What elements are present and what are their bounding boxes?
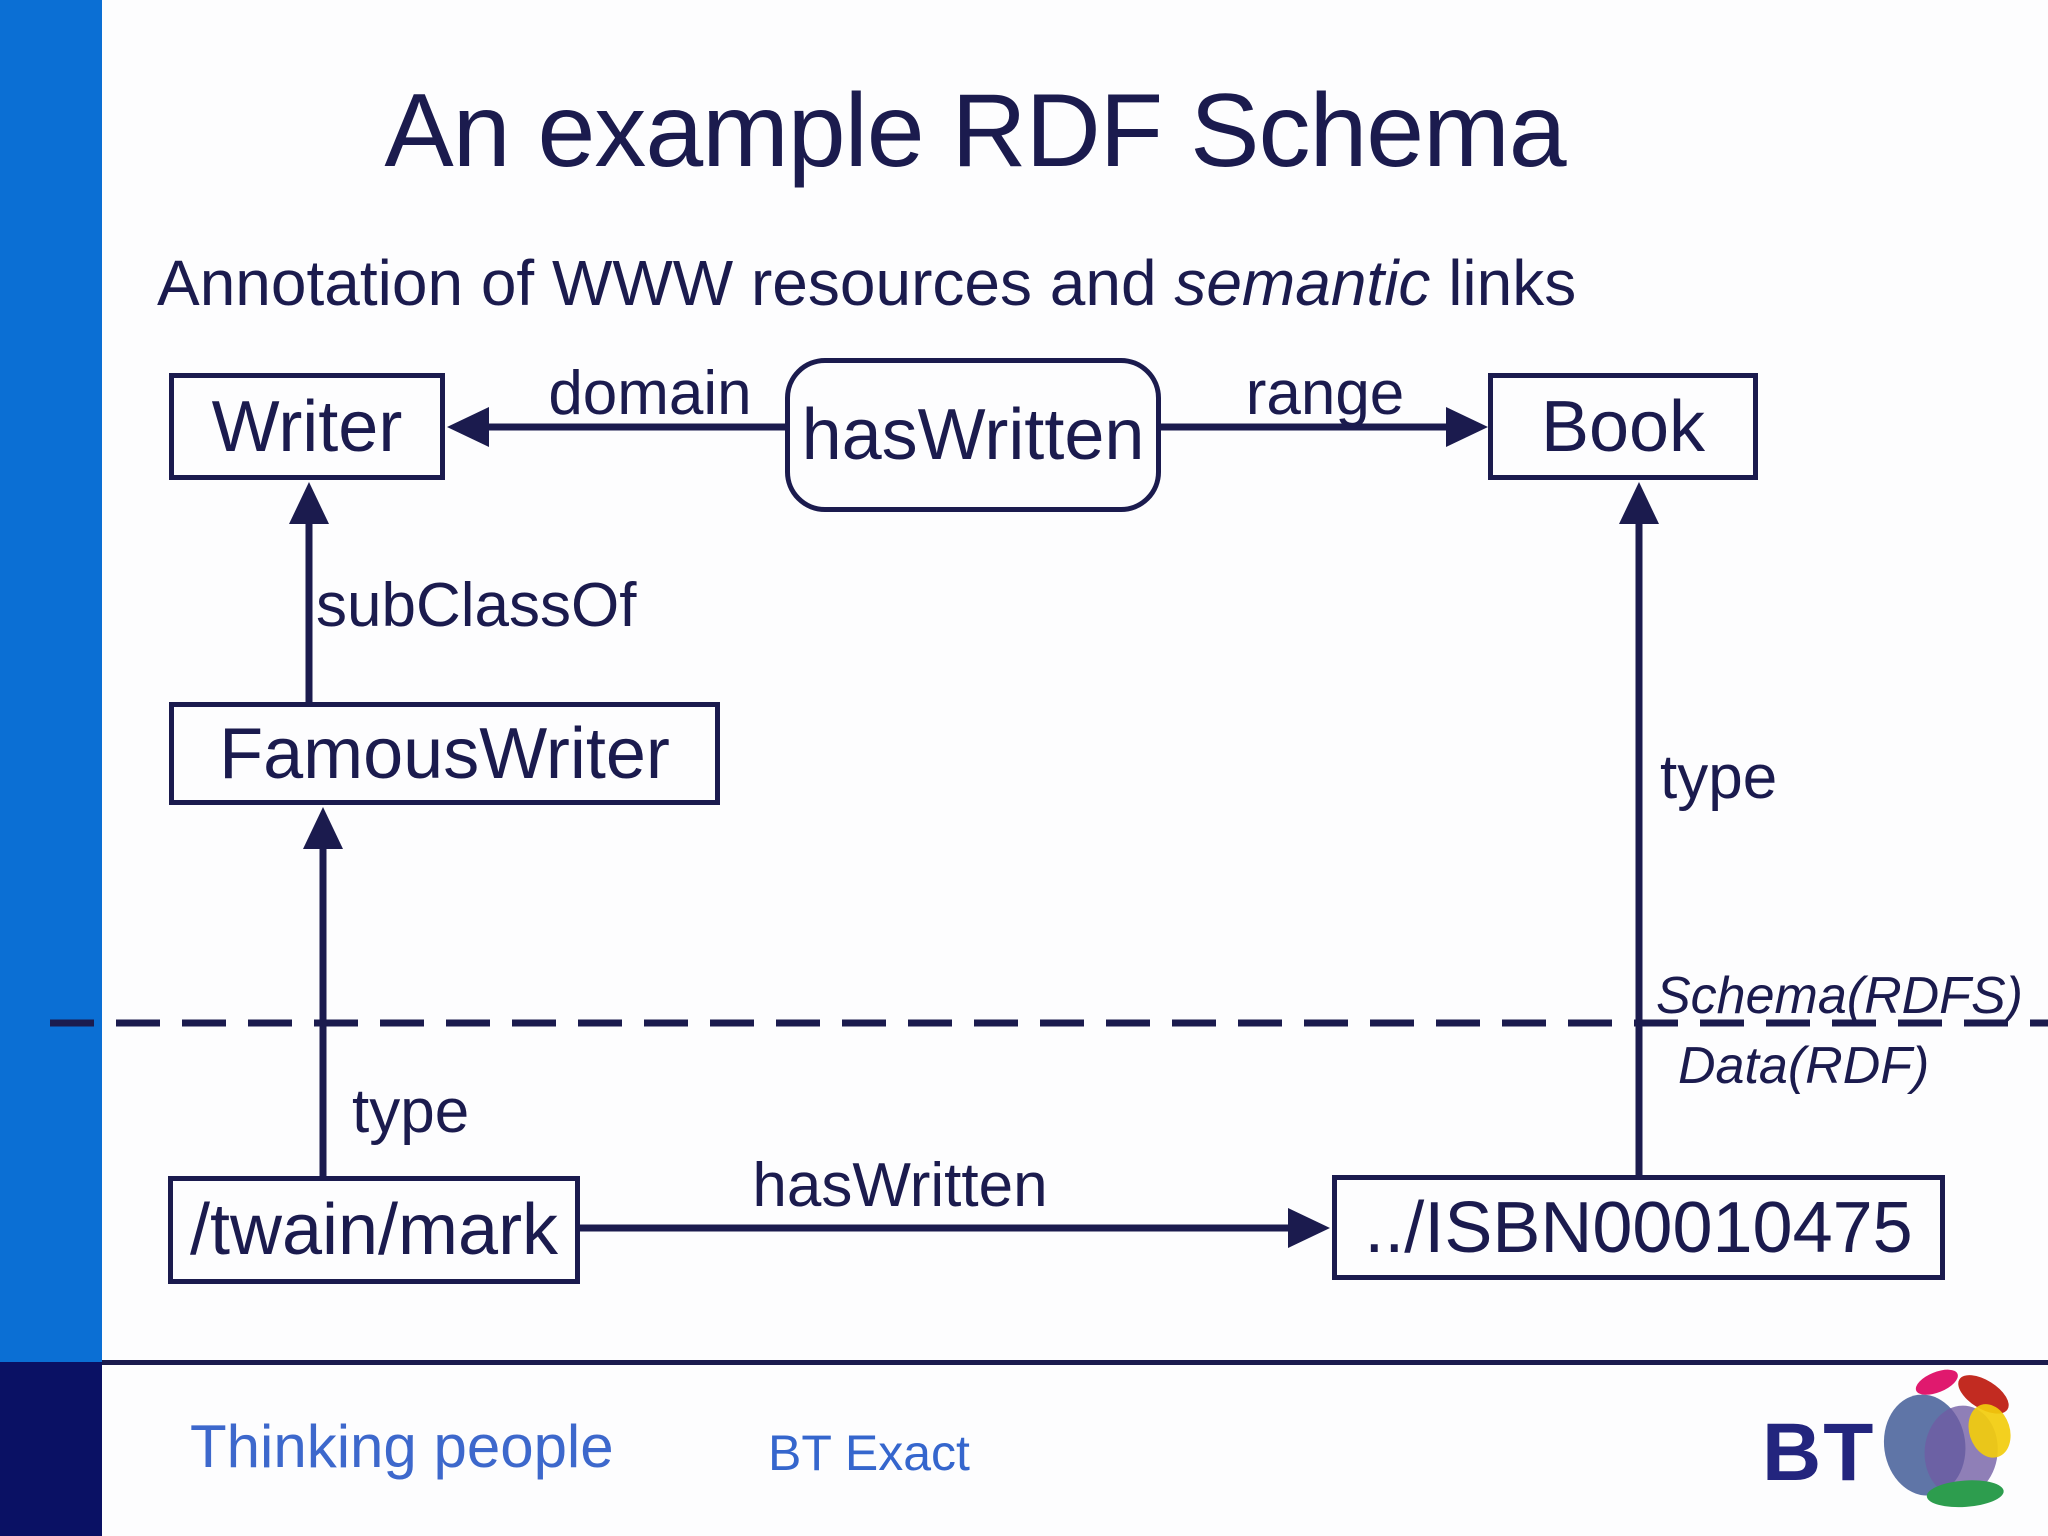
node-twain-label: /twain/mark <box>189 1190 559 1270</box>
globe-ellipse-pink <box>1915 1369 1958 1395</box>
divider-label-schema: Schema(RDFS) <box>1656 967 2023 1025</box>
edge-label-haswritten: hasWritten <box>752 1151 1048 1220</box>
page-title: An example RDF Schema <box>384 73 1566 189</box>
edge-label-type-left: type <box>352 1077 470 1146</box>
node-book-label: Book <box>1540 386 1706 467</box>
globe-ellipse-green <box>1926 1480 2004 1508</box>
subtitle: Annotation of WWW resources and semantic… <box>157 246 2007 320</box>
node-book: Book <box>1488 373 1758 480</box>
node-famous-writer-label: FamousWriter <box>219 713 670 794</box>
globe-ellipse-yellow <box>1968 1404 2011 1458</box>
subtitle-prefix: Annotation of WWW resources and <box>157 247 1175 319</box>
edge-label-subclassof: subClassOf <box>316 571 637 640</box>
edge-label-type-right: type <box>1660 743 1778 812</box>
domain-arrowhead <box>447 407 489 447</box>
node-writer: Writer <box>169 373 445 480</box>
footer-brand: BT Exact <box>768 1425 970 1481</box>
edge-label-range: range <box>1245 359 1405 428</box>
node-isbn-label: ../ISBN00010475 <box>1364 1187 1913 1268</box>
bt-logo-text: BT <box>1762 1407 1876 1498</box>
node-twain-resource: /twain/mark <box>168 1176 580 1284</box>
node-haswritten-label: hasWritten <box>801 395 1145 475</box>
type-left-arrowhead <box>303 807 343 849</box>
edge-label-domain: domain <box>548 359 752 428</box>
node-isbn-resource: ../ISBN00010475 <box>1332 1175 1945 1280</box>
node-famous-writer: FamousWriter <box>169 702 720 805</box>
footer-accent-bar <box>0 1362 102 1536</box>
footer-tagline: Thinking people <box>190 1413 614 1480</box>
type-right-arrowhead <box>1619 482 1659 524</box>
subtitle-suffix: links <box>1430 247 1577 319</box>
node-writer-label: Writer <box>211 386 403 467</box>
bt-globe-icon <box>1883 1369 2011 1508</box>
subtitle-italic-word: semantic <box>1174 247 1431 319</box>
divider-label-data: Data(RDF) <box>1678 1037 1930 1095</box>
globe-ellipse-red <box>1958 1375 2009 1414</box>
footer-divider-line <box>102 1360 2048 1365</box>
node-haswritten-property: hasWritten <box>785 358 1161 512</box>
subclassof-arrowhead <box>289 482 329 524</box>
range-arrowhead <box>1446 407 1488 447</box>
haswritten-arrowhead <box>1288 1208 1330 1248</box>
accent-bar <box>0 0 102 1362</box>
